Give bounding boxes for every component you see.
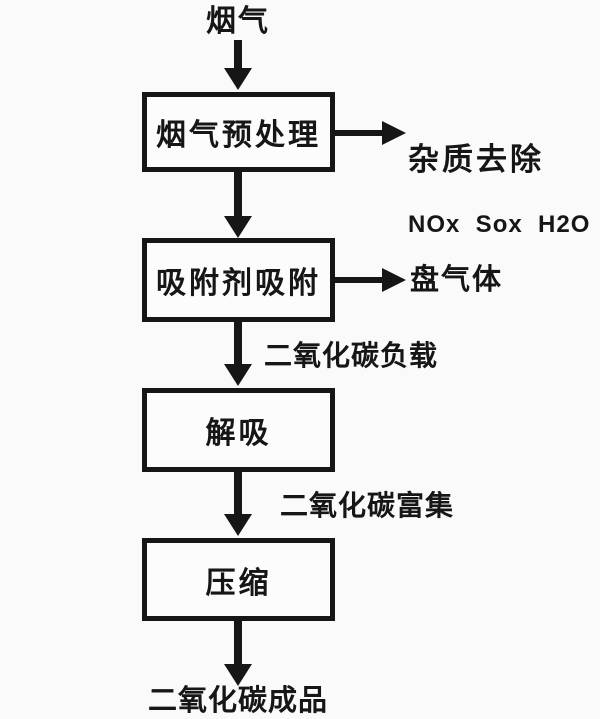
edge-label-co2-loaded: 二氧化碳负载 bbox=[264, 340, 439, 371]
source-label: 烟气 bbox=[206, 5, 270, 38]
connector-desorption-to-compression bbox=[234, 472, 242, 516]
connector-compression-to-product bbox=[234, 621, 242, 666]
step-box-desorption: 解吸 bbox=[142, 388, 335, 472]
step-label-pretreatment: 烟气预处理 bbox=[156, 119, 321, 152]
arrowhead-down-icon bbox=[224, 364, 252, 386]
arrowhead-down-icon bbox=[224, 68, 252, 90]
edge-label-co2-enriched: 二氧化碳富集 bbox=[280, 490, 455, 521]
connector-adsorption-to-gas bbox=[334, 277, 384, 283]
arrowhead-right-icon bbox=[382, 268, 406, 292]
arrowhead-down-icon bbox=[224, 664, 252, 686]
branch-output-gas: 盘气体 bbox=[410, 264, 504, 296]
step-box-adsorption: 吸附剂吸附 bbox=[142, 238, 335, 322]
arrowhead-down-icon bbox=[224, 514, 252, 536]
arrowhead-right-icon bbox=[382, 121, 406, 145]
arrowhead-down-icon bbox=[224, 216, 252, 238]
branch-output-impurities: 杂质去除 NOx Sox H2O bbox=[408, 110, 590, 271]
branch-impurities-line2: NOx Sox H2O bbox=[408, 210, 591, 238]
branch-impurities-line1: 杂质去除 bbox=[408, 141, 544, 177]
connector-source-to-pretreatment bbox=[234, 40, 242, 70]
connector-adsorption-to-desorption bbox=[234, 322, 242, 366]
step-label-adsorption: 吸附剂吸附 bbox=[156, 267, 321, 300]
step-box-compression: 压缩 bbox=[142, 538, 335, 621]
connector-pretreatment-to-adsorption bbox=[234, 172, 242, 218]
connector-pretreatment-to-impurities bbox=[334, 130, 384, 136]
step-label-desorption: 解吸 bbox=[205, 417, 272, 450]
step-label-compression: 压缩 bbox=[205, 566, 272, 600]
sink-label: 二氧化碳成品 bbox=[147, 685, 328, 717]
step-box-pretreatment: 烟气预处理 bbox=[142, 92, 335, 172]
